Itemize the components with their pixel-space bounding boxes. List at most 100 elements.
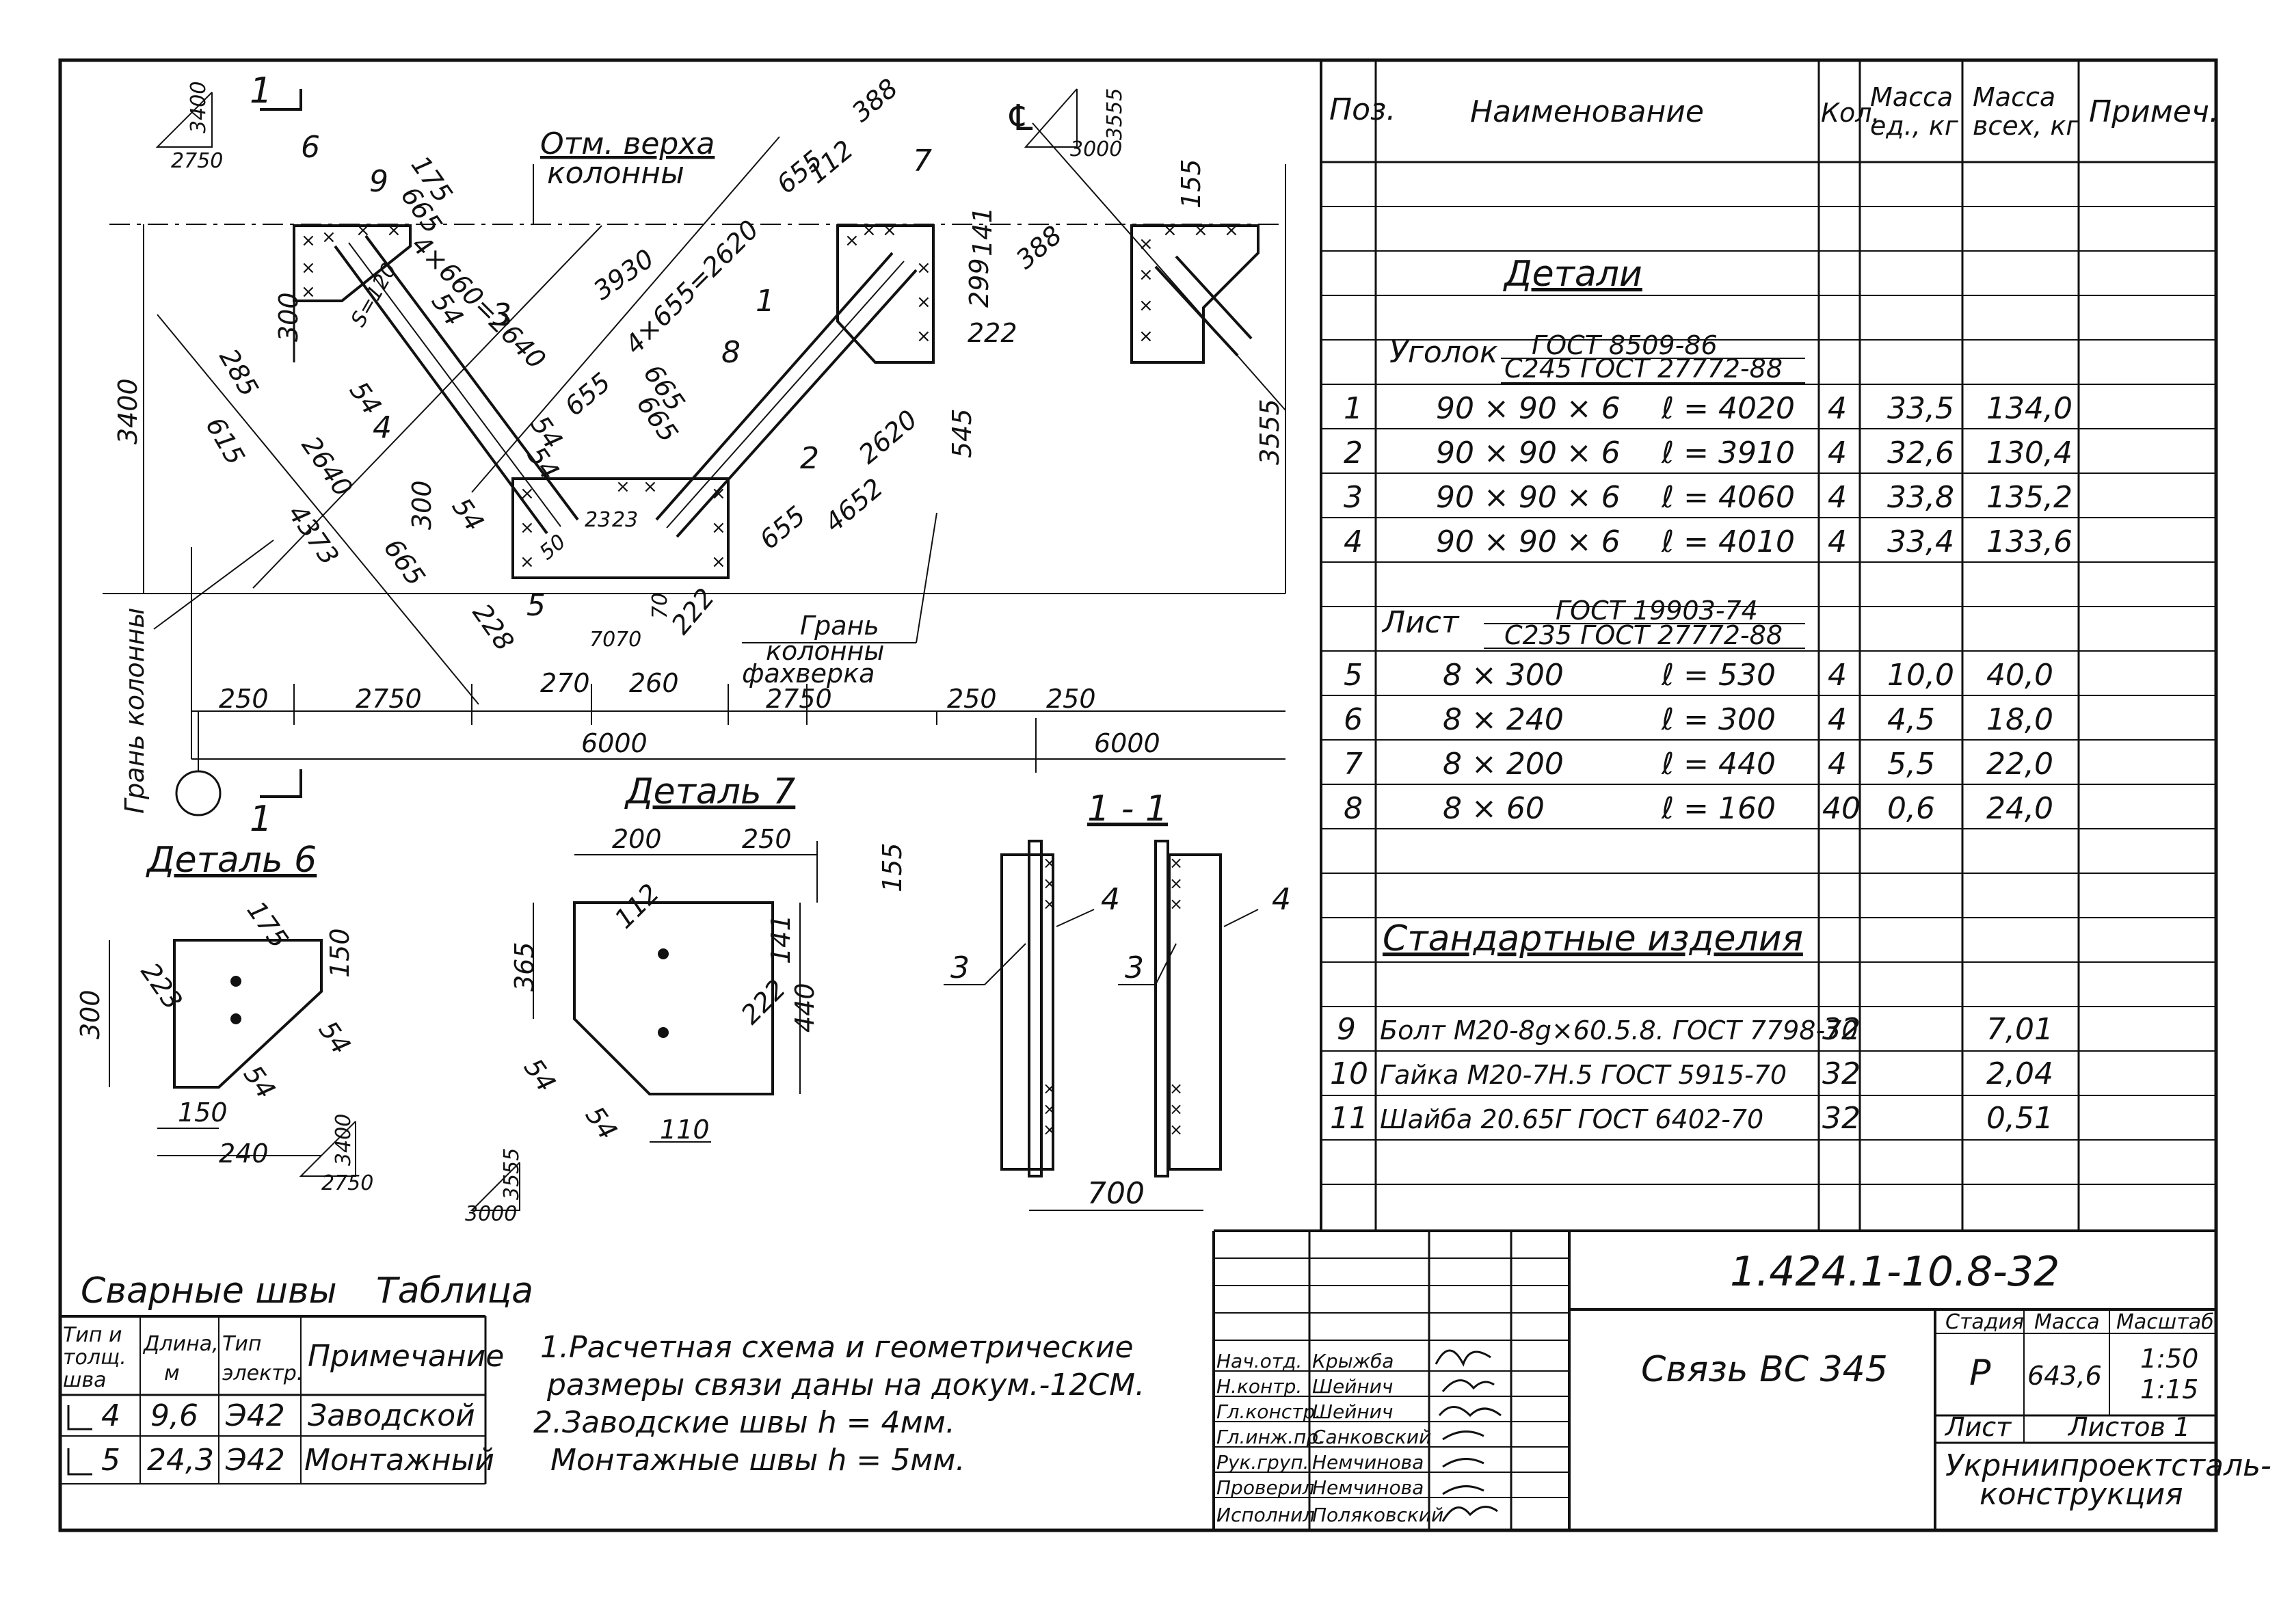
spec-unit: 5,5 — [1887, 747, 1935, 782]
dim-bottom: 270 — [540, 668, 590, 698]
dim-plate: 222 — [665, 583, 720, 640]
spec-pos: 6 — [1344, 702, 1363, 737]
slope-indicator-left: 3400 2750 — [155, 81, 223, 173]
mass-value: 643,6 — [2027, 1361, 2102, 1391]
detail7-dim: 141 — [766, 914, 796, 964]
mass-label: Масса — [2034, 1310, 2100, 1334]
svg-text:×: × — [301, 282, 316, 302]
svg-text:×: × — [1162, 220, 1177, 241]
spec-qty: 40 — [1822, 791, 1861, 826]
dim-plate: 300 — [274, 292, 304, 342]
spec-total: 2,04 — [1986, 1056, 2053, 1091]
dim-plate: 141 — [968, 207, 998, 256]
section-tag: 4 — [1272, 882, 1291, 917]
spec-unit: 4,5 — [1887, 702, 1935, 737]
position-tag: 1 — [756, 284, 775, 319]
spec-pos: 2 — [1344, 436, 1363, 470]
svg-text:×: × — [301, 258, 316, 278]
welds-header-type-3: шва — [63, 1368, 107, 1392]
spec-total: 134,0 — [1986, 391, 2073, 426]
svg-text:×: × — [711, 518, 726, 538]
spec-len: ℓ = 160 — [1661, 791, 1776, 826]
spec-unit: 33,8 — [1887, 480, 1954, 515]
detail7-dim: 222 — [735, 974, 791, 1030]
weld-hatching: ××× ××× ××× ××× ××× ××× × ××× ××× ×× — [301, 220, 1239, 572]
svg-text:×: × — [301, 230, 316, 251]
welds-table: Сварные швы Таблица Тип и толщ. шва Длин… — [60, 1270, 533, 1485]
person: Санковский — [1312, 1426, 1431, 1448]
spec-total: 130,4 — [1986, 436, 2073, 470]
svg-text:×: × — [1193, 220, 1208, 241]
dim-bottom: 250 — [947, 684, 997, 714]
svg-text:×: × — [711, 552, 726, 572]
specification-table: Поз. Наименование Кол. Масса ед., кг Мас… — [1320, 60, 2219, 1232]
note-line: 1.Расчетная схема и геометрические — [540, 1330, 1134, 1365]
dim-plate: 222 — [968, 318, 1017, 348]
top-mark-label-2: колонны — [547, 156, 684, 191]
svg-text:×: × — [520, 552, 535, 572]
role: Н.контр. — [1216, 1375, 1302, 1398]
spec-len: ℓ = 4010 — [1661, 524, 1795, 559]
svg-text:×: × — [1043, 1100, 1056, 1119]
general-notes: 1.Расчетная схема и геометрические разме… — [533, 1330, 1145, 1478]
dim-plate: 70 — [589, 628, 615, 652]
detail7-dim: 250 — [742, 824, 792, 854]
scale-value-1: 1:50 — [2140, 1344, 2198, 1374]
detail7-dim: 112 — [609, 878, 665, 934]
dim-diagonal: 2620 — [853, 404, 923, 470]
svg-text:×: × — [1169, 894, 1183, 914]
detail7-dim: 200 — [612, 824, 662, 854]
spec-header-unit-mass-2: ед., кг — [1870, 111, 1959, 141]
sheet-std-bottom: С235 ГОСТ 27772-88 — [1504, 620, 1783, 650]
position-tag: 7 — [913, 144, 932, 178]
spec-qty: 4 — [1828, 391, 1847, 426]
spec-unit: 33,5 — [1887, 391, 1954, 426]
gusset-plate-center — [836, 224, 935, 364]
spec-pos: 3 — [1344, 480, 1363, 515]
sheet-label: Лист — [1381, 605, 1460, 640]
svg-text:×: × — [916, 258, 931, 278]
person: Шейнич — [1312, 1400, 1393, 1423]
spec-total: 0,51 — [1986, 1101, 2053, 1136]
spec-len: ℓ = 530 — [1661, 658, 1776, 693]
welds-header-type-2: толщ. — [63, 1346, 126, 1370]
dim-diagonal: 665 — [378, 533, 431, 591]
svg-text:×: × — [520, 483, 535, 504]
stage-value: Р — [1969, 1353, 1991, 1394]
spec-qty: 4 — [1828, 747, 1847, 782]
svg-text:×: × — [1224, 220, 1239, 241]
svg-text:×: × — [520, 518, 535, 538]
angle-label: Уголок — [1389, 335, 1498, 370]
sheet-std-top: ГОСТ 19903-74 — [1556, 596, 1758, 626]
detail-6-title: Деталь 6 — [146, 840, 317, 881]
detail6-slope: 2750 — [321, 1171, 373, 1195]
spec-section-standard: Стандартные изделия — [1383, 918, 1803, 959]
person: Немчинова — [1312, 1451, 1424, 1474]
welds-header-electrode: Тип — [222, 1332, 261, 1356]
dim-diagonal: 388 — [847, 73, 904, 128]
svg-text:×: × — [615, 477, 630, 497]
spec-name: 8 × 60 — [1443, 791, 1545, 826]
note-line: Монтажные швы h = 5мм. — [550, 1443, 965, 1478]
organization-line-2: конструкция — [1980, 1477, 2183, 1512]
svg-text:×: × — [386, 220, 401, 241]
svg-text:×: × — [1169, 1100, 1183, 1119]
welds-table-label: Таблица — [376, 1270, 533, 1312]
spec-unit: 10,0 — [1887, 658, 1954, 693]
detail7-slope: 3000 — [465, 1202, 517, 1226]
spec-name: 90 × 90 × 6 — [1436, 391, 1621, 426]
section-cut-bottom: 1 — [250, 769, 302, 840]
spec-name: Гайка М20-7Н.5 ГОСТ 5915-70 — [1380, 1060, 1787, 1090]
role: Проверил — [1216, 1476, 1315, 1499]
column-face-label-2: колонны — [766, 636, 884, 666]
role: Исполнил — [1216, 1504, 1315, 1526]
top-mark-label-1: Отм. верха — [540, 127, 715, 161]
svg-text:×: × — [844, 230, 859, 251]
title-block: 1.424.1-10.8-32 Связь ВС 345 Стадия Масс… — [1212, 1229, 2271, 1530]
person: Поляковский — [1312, 1504, 1443, 1526]
spec-pos: 9 — [1337, 1012, 1356, 1047]
detail-7-title: Деталь 7 — [624, 771, 795, 812]
dim-plate: 50 — [535, 530, 571, 565]
dim-bottom: 250 — [1046, 684, 1096, 714]
role: Рук.груп. — [1216, 1451, 1309, 1474]
